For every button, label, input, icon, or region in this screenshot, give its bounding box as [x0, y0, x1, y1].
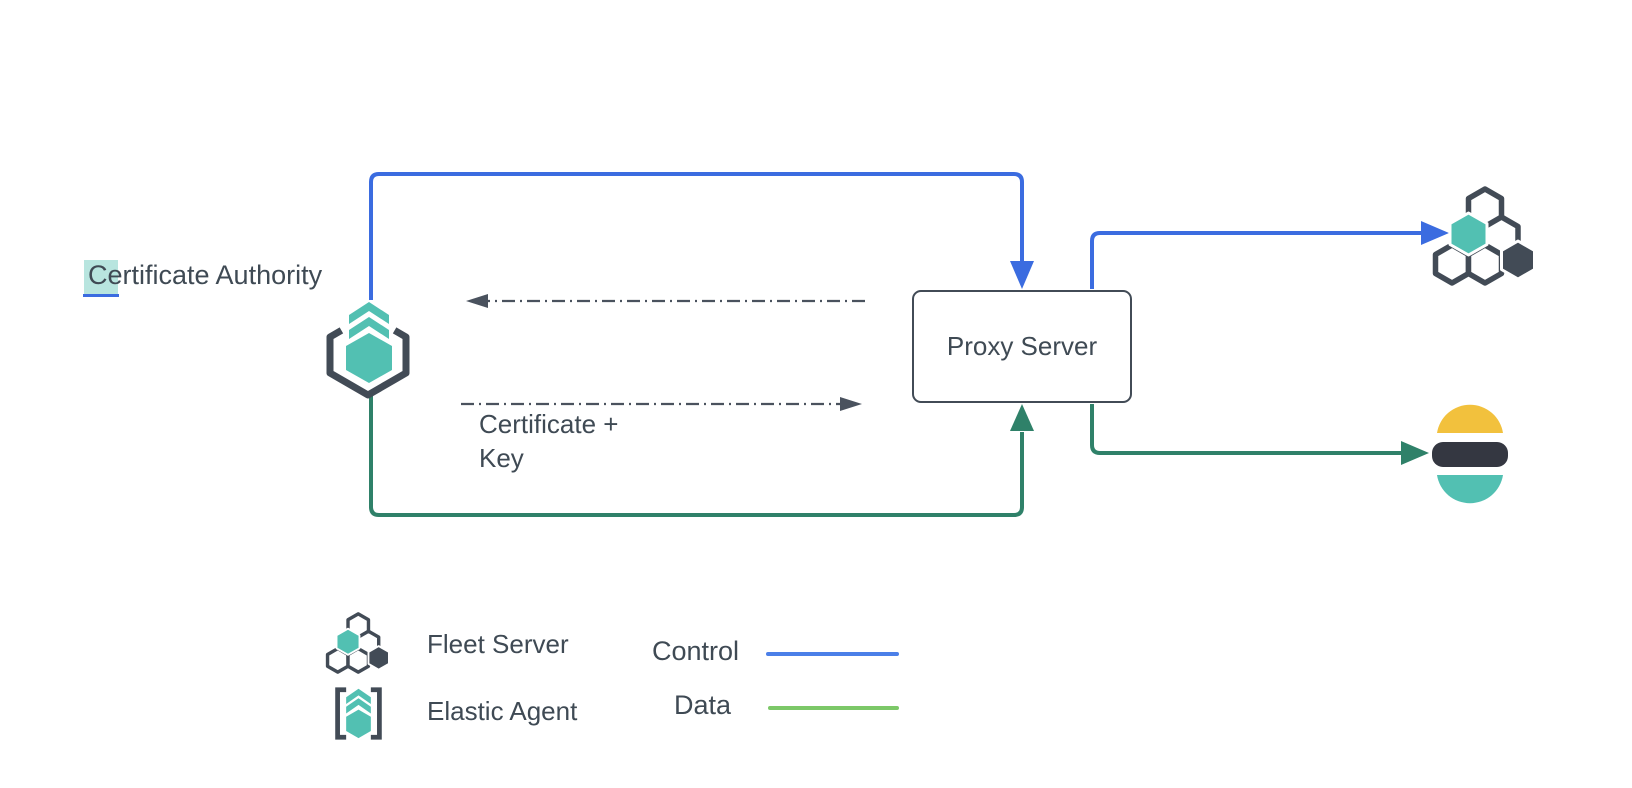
- text-selection-cursor-underline: [83, 294, 119, 297]
- certificate-key-line1: Certificate +: [479, 409, 619, 439]
- legend-fleet-server-label[interactable]: Fleet Server: [427, 629, 569, 659]
- control-connector-agent-to-proxy[interactable]: [369, 172, 1034, 300]
- elasticsearch-dark-bar: [1432, 442, 1508, 467]
- legend-agent-chevron-bottom: [346, 698, 371, 714]
- certificate-key-arrow-right[interactable]: [461, 397, 862, 411]
- agent-hexagon-outline: [326, 327, 410, 399]
- arrowhead-right: [840, 397, 862, 411]
- data-connector-proxy-to-elasticsearch[interactable]: [1090, 404, 1429, 465]
- arrowhead-left: [466, 294, 488, 308]
- elastic-agent-icon[interactable]: [326, 302, 410, 399]
- arrowhead-into-proxy-bottom: [1010, 404, 1034, 431]
- fleet-server-icon[interactable]: [1432, 186, 1536, 286]
- control-line-proxy-to-fleet[interactable]: [1090, 231, 1422, 289]
- legend-fleet-hex-dark: [367, 645, 390, 671]
- control-connector-proxy-to-fleet[interactable]: [1090, 221, 1449, 289]
- legend-data-label[interactable]: Data: [674, 690, 732, 720]
- agent-chevron-top: [349, 302, 389, 324]
- certificate-authority-label[interactable]: Certificate Authority: [88, 260, 323, 290]
- arrowhead-into-proxy-top: [1010, 261, 1034, 289]
- certificate-exchange-arrow-left[interactable]: [466, 294, 865, 308]
- control-line-agent-to-proxy[interactable]: [369, 172, 1024, 300]
- arrowhead-into-elasticsearch: [1401, 441, 1429, 465]
- proxy-server-label: Proxy Server: [946, 331, 1098, 361]
- legend-elastic-agent-icon[interactable]: [335, 687, 382, 740]
- elasticsearch-yellow-arc: [1437, 404, 1503, 433]
- fleet-hex-teal: [1448, 211, 1489, 257]
- legend-agent-bracket-left: [335, 687, 347, 740]
- proxy-server-node[interactable]: Proxy Server: [912, 290, 1132, 403]
- data-line-proxy-to-elasticsearch[interactable]: [1090, 404, 1402, 455]
- legend-agent-chevron-top: [346, 688, 371, 704]
- certificate-key-edge-label[interactable]: Certificate + Key: [479, 407, 618, 475]
- fleet-hex-dark: [1500, 239, 1536, 281]
- data-line-agent-to-proxy[interactable]: [369, 396, 1024, 517]
- elasticsearch-icon[interactable]: [1432, 404, 1508, 504]
- legend-fleet-hex-teal: [335, 627, 361, 656]
- data-connector-agent-to-proxy[interactable]: [369, 396, 1034, 517]
- elasticsearch-teal-arc: [1437, 475, 1503, 504]
- certificate-key-line2: Key: [479, 443, 524, 473]
- agent-chevron-bottom: [349, 317, 389, 339]
- agent-inner-hexagon: [346, 333, 392, 383]
- legend-agent-bracket-right: [370, 687, 382, 740]
- legend-agent-hexagon: [346, 709, 371, 739]
- legend-control-label[interactable]: Control: [652, 636, 740, 666]
- arrowhead-into-fleet: [1421, 221, 1449, 245]
- legend-fleet-server-icon[interactable]: [325, 612, 390, 674]
- text-selection-highlight: [84, 260, 118, 297]
- legend-elastic-agent-label[interactable]: Elastic Agent: [427, 696, 578, 726]
